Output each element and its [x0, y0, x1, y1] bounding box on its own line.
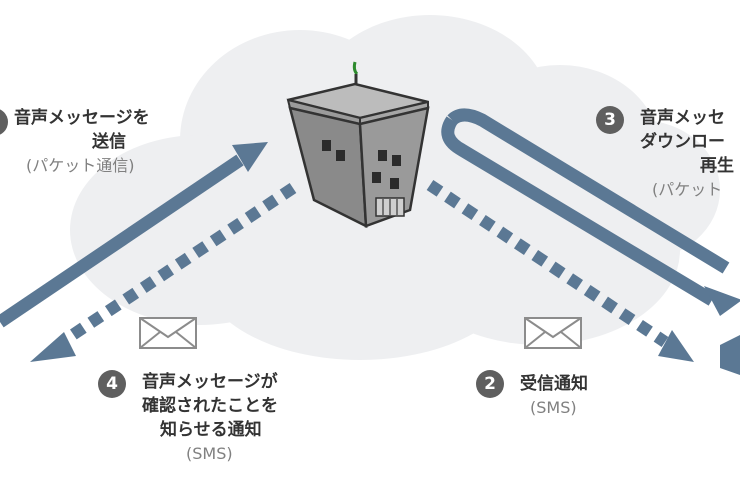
mail-envelope-icon: [524, 317, 582, 349]
step-2-line-1: 受信通知: [520, 374, 588, 394]
receive-notice-arrow: [426, 180, 694, 362]
step-1-sub: (パケット通信): [26, 156, 135, 175]
step-4-line-2: 確認されたことを: [142, 396, 278, 416]
step-3-line-3: 再生: [700, 156, 734, 176]
step-1-line-1: 音声メッセージを: [14, 108, 150, 128]
cloud-background: [70, 15, 720, 360]
download-play-arrowhead: [704, 286, 740, 316]
step-2-badge: 2: [476, 370, 504, 398]
confirmation-notice-arrow: [30, 183, 297, 362]
step-2-sub: (SMS): [530, 398, 577, 417]
step-1-label: 音声メッセージを 送信 (パケット通信): [0, 106, 200, 178]
step-3-badge: 3: [596, 106, 624, 134]
mail-envelope-icon: [139, 317, 197, 349]
download-play-arrow: [441, 108, 730, 306]
step-3-label: 3 音声メッセ ダウンロー 再生 (パケット: [596, 106, 740, 216]
step-4-badge: 4: [98, 370, 126, 398]
step-3-line-2: ダウンロー: [640, 132, 725, 152]
step-4-line-3: 知らせる通知: [160, 420, 262, 440]
right-terminal-shape: [720, 335, 740, 375]
step-3-line-1: 音声メッセ: [640, 108, 725, 128]
server-building-icon: [286, 61, 430, 229]
step-1-badge: [0, 108, 8, 136]
step-1-line-2: 送信: [92, 132, 126, 152]
step-4-label: 4 音声メッセージが 確認されたことを 知らせる通知 (SMS): [98, 370, 338, 466]
step-3-sub: (パケット: [652, 180, 723, 199]
step-2-label: 2 受信通知 (SMS): [476, 370, 636, 420]
step-4-line-1: 音声メッセージが: [142, 372, 278, 392]
send-message-arrow: [0, 142, 268, 328]
step-4-sub: (SMS): [186, 444, 233, 463]
